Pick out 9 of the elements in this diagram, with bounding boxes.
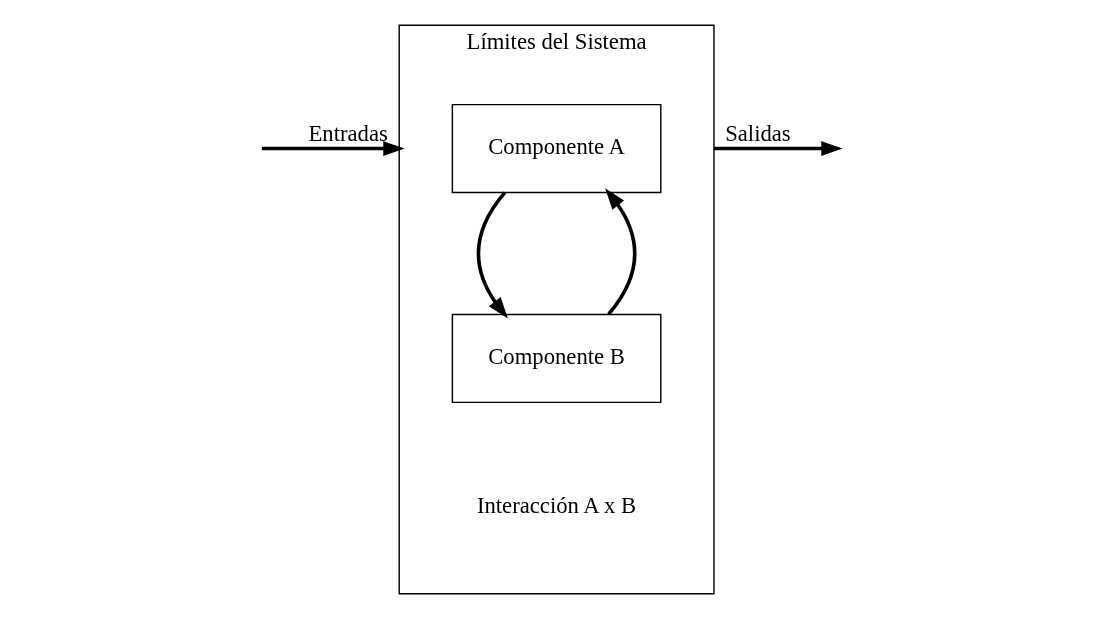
edge-label: Salidas (725, 121, 791, 147)
edge-label: Entradas (308, 121, 388, 147)
arrow (476, 191, 508, 319)
arrow (713, 141, 843, 157)
node-box: Componente B (451, 313, 662, 404)
arrow (605, 188, 637, 316)
node-box: Componente A (451, 103, 662, 194)
label: Interacción A x B (476, 492, 637, 518)
arrow (261, 141, 405, 157)
